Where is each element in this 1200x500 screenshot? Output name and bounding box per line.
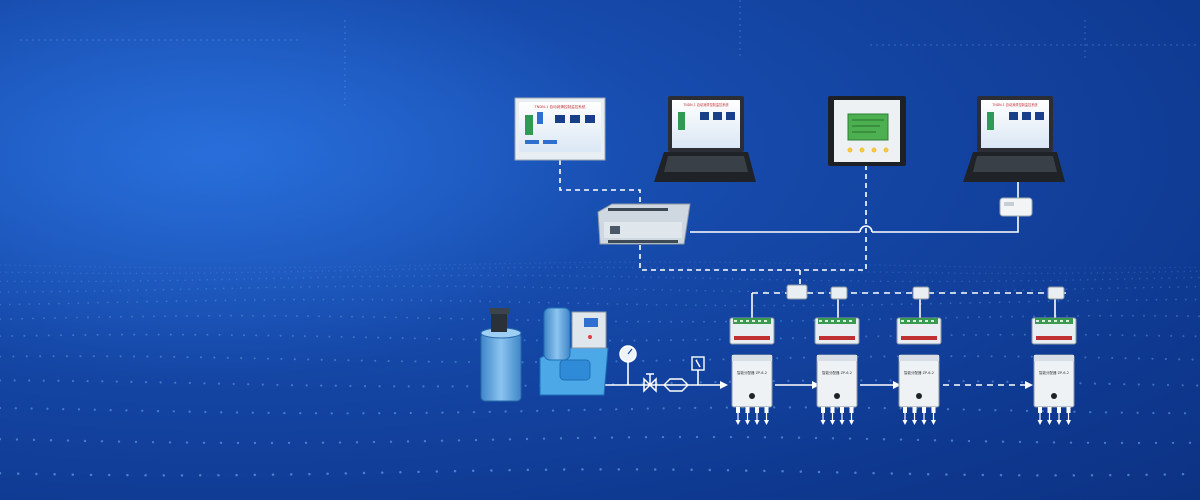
distributor-icon: 智能分配器 ZP-6-2 <box>1033 354 1075 425</box>
distributor-label: 智能分配器 ZP-6-2 <box>904 370 934 375</box>
outlet-arrows <box>1037 407 1071 425</box>
monitor-icon: TNDN-1 自动润滑控制监控系统 <box>514 97 606 161</box>
pump-station-icon <box>539 307 609 396</box>
line-crossing-hop <box>859 225 873 233</box>
distributor-label: 智能分配器 ZP-6-2 <box>822 370 852 375</box>
valve-icon <box>643 373 657 393</box>
outlet-arrows <box>902 407 936 425</box>
distributor-label: 智能分配器 ZP-6-2 <box>737 370 767 375</box>
pressure-gauge-icon <box>619 345 637 363</box>
laptop2-screen-title: TNDN-1 自动润滑控制监控系统 <box>991 102 1038 107</box>
controller-plc-link <box>639 165 867 271</box>
oil-tank-icon <box>480 308 522 402</box>
control-module-icon <box>1031 317 1077 345</box>
distributor-label: 智能分配器 ZP-6-2 <box>1039 370 1069 375</box>
outlet-arrows <box>820 407 854 425</box>
controller-panel-icon <box>828 96 906 166</box>
control-modules <box>729 317 1077 345</box>
connection-lines <box>559 160 1070 386</box>
distributor-icon: 智能分配器 ZP-6-2 <box>731 354 773 425</box>
converter-icon <box>999 197 1033 217</box>
laptop1-screen-title: TNDN-1 自动润滑控制监控系统 <box>682 102 729 107</box>
control-module-icon <box>896 317 942 345</box>
control-module-icon <box>729 317 775 345</box>
plc-icon <box>597 203 691 245</box>
distributors: 智能分配器 ZP-6-2 智能分配器 ZP-6-2 智能分配器 ZP-6-2 智能分配… <box>731 354 1075 425</box>
laptop-icon: TNDN-1 自动润滑控制监控系统 <box>963 96 1065 182</box>
monitor-screen-title: TNDN-1 自动润滑控制监控系统 <box>533 104 585 109</box>
outlet-arrows <box>735 407 769 425</box>
background-decoration <box>0 0 1200 477</box>
monitor-plc-link <box>559 160 641 205</box>
control-module-icon <box>814 317 860 345</box>
junction-box-icon <box>786 284 1065 300</box>
converter-link <box>872 215 1019 233</box>
distributor-icon: 智能分配器 ZP-6-2 <box>898 354 940 425</box>
pressure-switch-icon <box>663 356 705 392</box>
laptop-icon: TNDN-1 自动润滑控制监控系统 <box>654 96 756 182</box>
flow-arrows <box>720 381 1033 389</box>
distributor-icon: 智能分配器 ZP-6-2 <box>816 354 858 425</box>
